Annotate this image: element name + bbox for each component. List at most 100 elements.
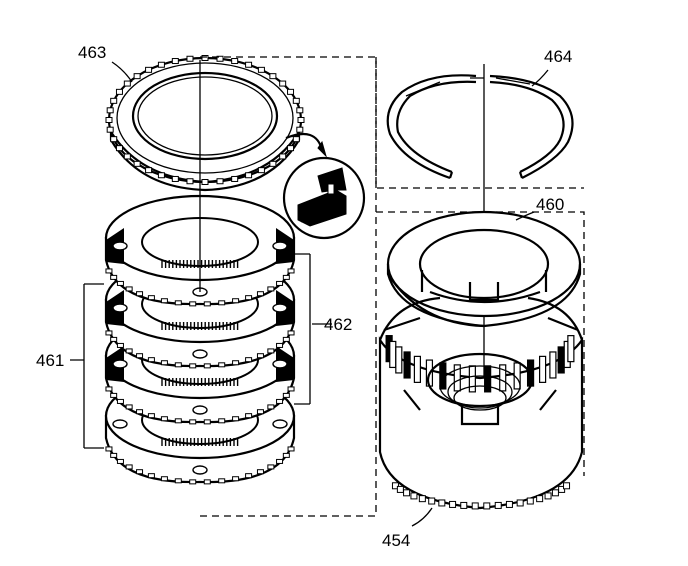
tooth — [287, 88, 295, 95]
dashed-group-463-462 — [200, 56, 377, 517]
drum-tooth — [558, 485, 566, 493]
lug — [112, 419, 128, 429]
snap-ring-464 — [386, 74, 574, 180]
tooth — [231, 58, 239, 65]
callout-461: 461 — [36, 351, 64, 370]
drum-slot — [395, 346, 403, 374]
rim-tooth — [267, 348, 275, 354]
tooth — [296, 107, 304, 114]
drum-slot — [499, 364, 507, 392]
rim-tooth — [189, 419, 197, 425]
rim-tooth — [256, 409, 264, 415]
rim-tooth — [125, 348, 133, 354]
rim-tooth — [174, 478, 182, 484]
tooth — [115, 145, 123, 152]
rim-tooth — [105, 330, 113, 336]
drum-slot — [403, 351, 411, 379]
callout-462: 462 — [324, 315, 352, 334]
rim-tooth — [160, 360, 168, 366]
rim-tooth — [245, 295, 253, 301]
tooth — [201, 179, 209, 185]
rim-tooth — [218, 362, 226, 368]
rim-tooth — [105, 446, 113, 452]
rim-tooth — [232, 360, 240, 366]
rim-tooth — [203, 419, 211, 425]
tooth — [133, 73, 141, 80]
rim-tooth — [160, 298, 168, 304]
rim-tooth — [287, 268, 295, 274]
lug — [192, 465, 208, 475]
tooth — [245, 172, 253, 179]
tooth — [110, 136, 118, 143]
rim-tooth — [116, 398, 124, 404]
backing-plate-463 — [105, 55, 305, 192]
callout-463: 463 — [78, 43, 106, 62]
drum-tooth — [428, 497, 436, 505]
rim-tooth — [110, 336, 118, 342]
lug — [192, 349, 208, 359]
rim-tooth — [116, 458, 124, 464]
lug — [272, 359, 288, 369]
rim-tooth — [203, 301, 211, 307]
rim-tooth — [287, 386, 295, 392]
tooth — [105, 117, 113, 123]
rim-tooth — [276, 280, 284, 286]
rim-tooth — [147, 295, 155, 301]
drum-tooth — [494, 501, 502, 509]
rim-tooth — [218, 418, 226, 424]
tooth — [106, 126, 114, 133]
tooth — [287, 145, 295, 152]
drum-slot — [484, 365, 492, 393]
tooth — [231, 175, 239, 182]
tooth — [216, 55, 224, 62]
rim-tooth — [282, 452, 290, 458]
drum-slot — [567, 335, 575, 363]
rim-tooth — [282, 392, 290, 398]
rim-tooth — [110, 392, 118, 398]
rim-tooth — [232, 476, 240, 482]
tooth — [123, 153, 131, 160]
tooth — [297, 117, 305, 123]
rim-tooth — [125, 404, 133, 410]
rim-tooth — [147, 473, 155, 479]
rim-tooth — [232, 416, 240, 422]
tooth — [110, 97, 118, 104]
drum-tooth — [449, 500, 457, 508]
lug — [272, 419, 288, 429]
rim-tooth — [276, 342, 284, 348]
rim-tooth — [256, 353, 264, 359]
drum-tooth — [396, 485, 404, 493]
tooth — [171, 175, 179, 182]
drum-tooth — [410, 492, 418, 500]
rim-tooth — [282, 336, 290, 342]
rim-tooth — [174, 300, 182, 306]
drum-tooth — [526, 497, 534, 505]
tooth — [145, 167, 153, 174]
tooth — [279, 153, 287, 160]
lug — [112, 303, 128, 313]
callout-464: 464 — [544, 47, 572, 66]
drum-tooth — [418, 495, 426, 503]
rim-tooth — [136, 353, 144, 359]
lug — [272, 241, 288, 251]
drum-tooth — [471, 502, 479, 510]
rim-tooth — [287, 330, 295, 336]
dashed-group-464 — [375, 57, 584, 189]
tooth — [157, 172, 165, 179]
rim-tooth — [189, 479, 197, 485]
lug — [272, 303, 288, 313]
rim-tooth — [136, 469, 144, 475]
drum-tooth — [551, 489, 559, 497]
rim-tooth — [105, 268, 113, 274]
tooth — [269, 160, 277, 167]
rim-tooth — [256, 469, 264, 475]
rim-tooth — [136, 409, 144, 415]
tooth — [145, 66, 153, 73]
rim-tooth — [105, 386, 113, 392]
tooth — [201, 55, 209, 61]
rim-tooth — [116, 342, 124, 348]
drum-slot — [453, 364, 461, 392]
tooth — [186, 55, 194, 62]
tooth — [186, 178, 194, 185]
